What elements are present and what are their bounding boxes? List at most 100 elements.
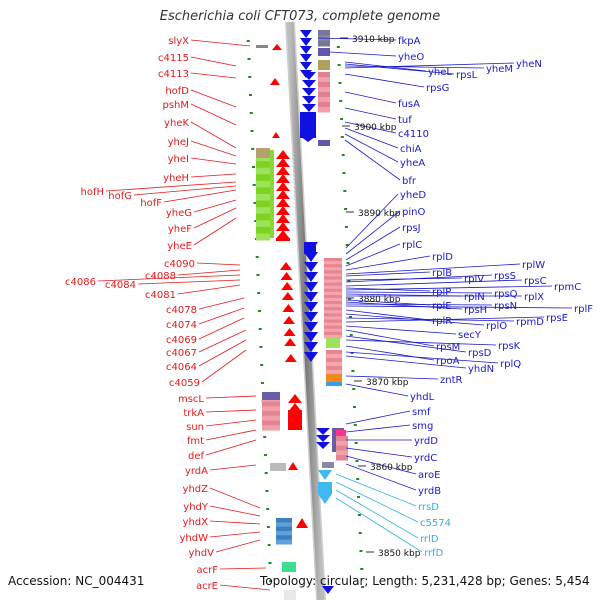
leader-line bbox=[345, 291, 493, 294]
leader-line bbox=[345, 335, 467, 353]
leader-line bbox=[344, 139, 401, 181]
gene-block bbox=[318, 48, 330, 56]
track-tick bbox=[342, 172, 346, 174]
track-tick bbox=[359, 550, 363, 552]
gene-label-yhdN: yhdN bbox=[468, 364, 494, 375]
feature-stripe bbox=[256, 220, 270, 228]
gene-block bbox=[288, 410, 302, 430]
leader-line bbox=[105, 181, 237, 192]
gene-label-c4078: c4078 bbox=[166, 305, 197, 316]
feature-stripe bbox=[336, 450, 348, 456]
feature-stripe bbox=[276, 526, 292, 532]
feature-stripe bbox=[324, 331, 342, 336]
track-tick bbox=[248, 94, 252, 96]
track-tick bbox=[250, 130, 254, 132]
gene-label-c5574: c5574 bbox=[420, 518, 451, 529]
gene-arrow bbox=[318, 494, 332, 504]
leader-line bbox=[209, 505, 261, 517]
leader-line bbox=[344, 73, 425, 88]
leader-line bbox=[345, 339, 497, 346]
gene-label-c4110: c4110 bbox=[398, 129, 429, 140]
leader-line bbox=[335, 497, 423, 553]
gene-label-secY: secY bbox=[458, 330, 482, 341]
gene-label-c4081: c4081 bbox=[145, 290, 176, 301]
gene-label-yheI: yheI bbox=[168, 154, 189, 165]
leader-line bbox=[345, 226, 401, 261]
gene-block bbox=[322, 462, 334, 468]
gene-label-yheE: yheE bbox=[167, 241, 192, 252]
gene-label-yheA: yheA bbox=[400, 158, 425, 169]
feature-stripe bbox=[262, 415, 280, 421]
gene-label-rplQ: rplQ bbox=[500, 359, 521, 370]
feature-stripe bbox=[324, 325, 342, 330]
leader-line bbox=[209, 520, 261, 525]
feature-stripe bbox=[326, 350, 342, 355]
gene-label-acrF: acrF bbox=[197, 565, 219, 576]
map-title: Escherichia coli CFT073, complete genome bbox=[159, 9, 441, 24]
gene-label-bfr: bfr bbox=[402, 176, 417, 187]
leader-line bbox=[177, 269, 241, 276]
gene-arrow bbox=[296, 518, 308, 528]
gene-label-c4090: c4090 bbox=[164, 259, 195, 270]
gene-label-hofH: hofH bbox=[81, 187, 105, 198]
track-tick bbox=[344, 208, 348, 210]
gene-label-yheO: yheO bbox=[398, 52, 424, 63]
feature-stripe bbox=[276, 535, 292, 541]
gene-label-rplE: rplE bbox=[432, 301, 452, 312]
gene-label-rpsK: rpsK bbox=[498, 341, 521, 352]
gene-arrow bbox=[300, 30, 312, 38]
gene-label-c4088: c4088 bbox=[145, 271, 176, 282]
gene-label-c4067: c4067 bbox=[166, 348, 197, 359]
feature-stripe bbox=[318, 97, 330, 103]
leader-line bbox=[209, 464, 257, 471]
gene-arrow bbox=[304, 312, 318, 322]
feature-stripe bbox=[276, 518, 292, 523]
leader-line bbox=[345, 255, 431, 271]
track-tick bbox=[337, 64, 341, 66]
leader-line bbox=[345, 383, 409, 397]
scale-label: 3900 kbp bbox=[354, 123, 397, 133]
track-tick bbox=[269, 580, 273, 582]
gene-label-yhdL: yhdL bbox=[410, 392, 435, 403]
gene-block bbox=[282, 562, 296, 572]
gene-block bbox=[318, 482, 332, 494]
gene-block bbox=[318, 60, 330, 70]
gene-arrow bbox=[302, 96, 316, 104]
gene-label-yheJ: yheJ bbox=[168, 137, 189, 148]
leader-line bbox=[198, 297, 245, 310]
track-tick bbox=[345, 244, 349, 246]
gene-label-rplV: rplV bbox=[464, 274, 484, 285]
track-tick bbox=[260, 364, 264, 366]
gene-block bbox=[256, 45, 268, 48]
feature-stripe bbox=[324, 328, 342, 333]
feature-stripe bbox=[324, 294, 342, 299]
track-tick bbox=[346, 262, 350, 264]
gene-arrow bbox=[276, 222, 290, 231]
leader-line bbox=[345, 316, 545, 323]
leader-line bbox=[345, 263, 521, 275]
track-tick bbox=[353, 424, 357, 426]
leader-line bbox=[345, 285, 553, 291]
gene-label-rplB: rplB bbox=[432, 268, 452, 279]
gene-arrow bbox=[322, 586, 334, 594]
feature-stripe bbox=[336, 445, 348, 451]
gene-arrow bbox=[280, 272, 293, 280]
gene-label-rpoA: rpoA bbox=[436, 356, 460, 367]
leader-line bbox=[215, 539, 261, 553]
gene-label-rrlD: rrlD bbox=[420, 534, 439, 545]
track-tick bbox=[356, 478, 360, 480]
feature-stripe bbox=[256, 226, 270, 234]
leader-line bbox=[345, 375, 439, 380]
feature-stripe bbox=[318, 30, 330, 36]
leader-line bbox=[209, 531, 261, 538]
gene-label-sun: sun bbox=[186, 422, 204, 433]
feature-stripe bbox=[324, 313, 342, 317]
gene-label-yheH: yheH bbox=[163, 173, 189, 184]
feature-stripe bbox=[256, 174, 270, 182]
leader-line bbox=[190, 72, 237, 79]
gene-label-yheK: yheK bbox=[164, 118, 189, 129]
gene-label-yheD: yheD bbox=[400, 190, 426, 201]
track-tick bbox=[340, 136, 344, 138]
gene-arrow bbox=[276, 150, 290, 159]
